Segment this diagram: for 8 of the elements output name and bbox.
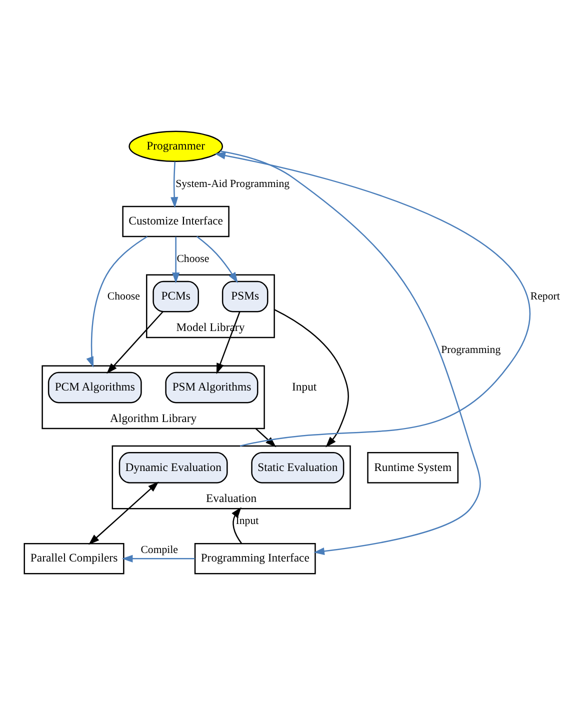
- edge-label: Choose: [107, 290, 140, 302]
- edge-label: System-Aid Programming: [176, 178, 290, 190]
- edge-label: Choose: [176, 252, 210, 265]
- edge-label: Input: [236, 514, 259, 527]
- label: Input: [292, 380, 317, 394]
- edge-label: Programming: [441, 344, 501, 356]
- edge-label: Report: [530, 290, 560, 302]
- edge-label: Compile: [140, 544, 178, 556]
